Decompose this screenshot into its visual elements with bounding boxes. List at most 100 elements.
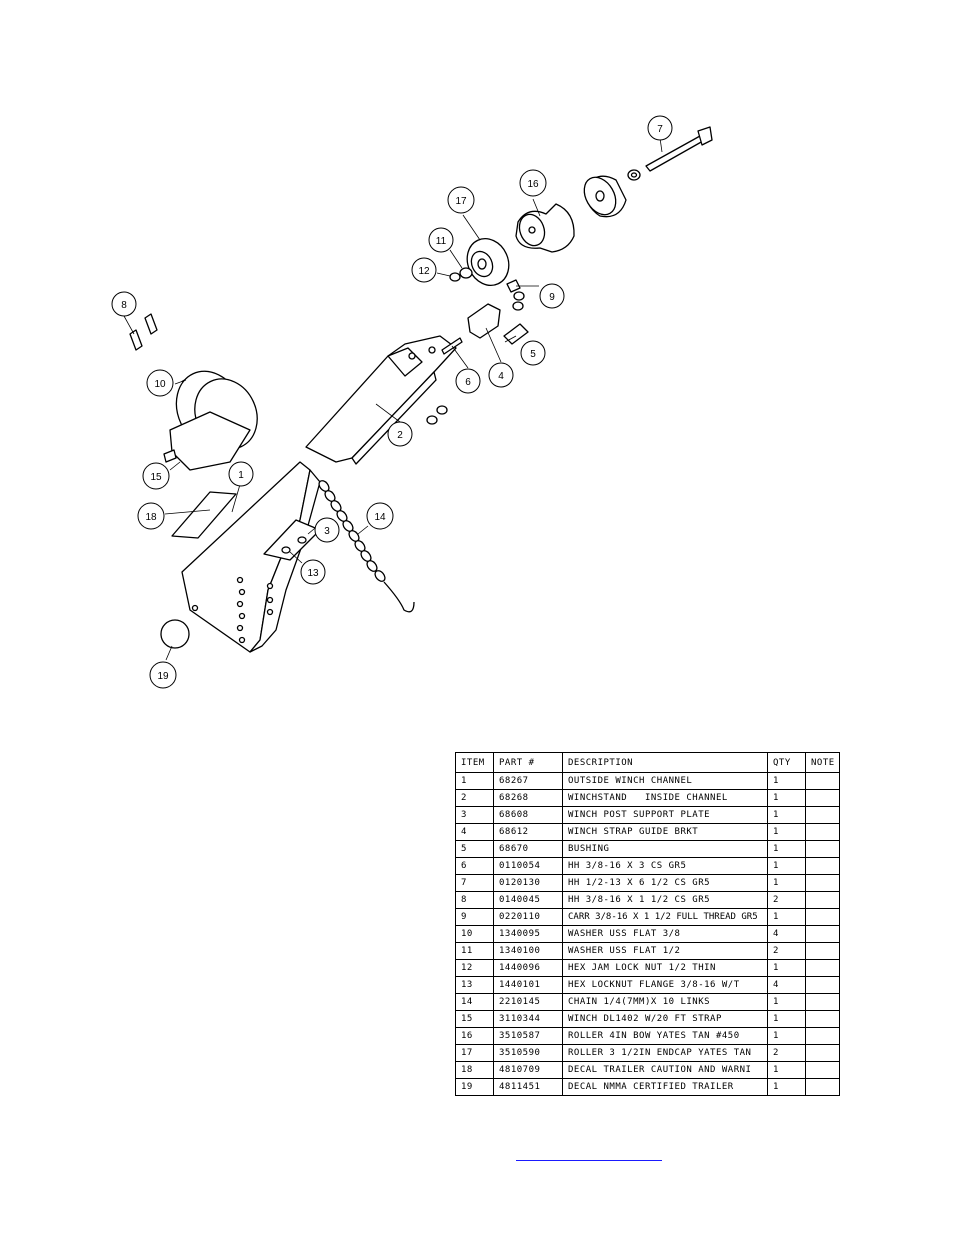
part-1-outside-channel [181, 461, 321, 653]
cell-part: 1440101 [493, 976, 563, 994]
cell-qty: 1 [767, 789, 806, 807]
cell-item: 2 [455, 789, 494, 807]
cell-description: CHAIN 1/4(7MM)X 10 LINKS [562, 993, 768, 1011]
callout-8: 8 [111, 291, 137, 317]
cell-description: WASHER USS FLAT 1/2 [562, 942, 768, 960]
callout-5: 5 [520, 340, 546, 366]
cell-item: 6 [455, 857, 494, 875]
cell-note [805, 993, 840, 1011]
callout-16-label: 16 [527, 179, 539, 190]
cell-part: 0220110 [493, 908, 563, 926]
callout-1-label: 1 [238, 470, 244, 481]
callout-9-label: 9 [549, 292, 555, 303]
cell-qty: 2 [767, 891, 806, 909]
cell-description: ROLLER 3 1/2IN ENDCAP YATES TAN [562, 1044, 768, 1062]
cell-description: DECAL TRAILER CAUTION AND WARNI [562, 1061, 768, 1079]
cell-description: CARR 3/8-16 X 1 1/2 FULL THREAD GR5 [562, 908, 768, 926]
cell-qty: 1 [767, 840, 806, 858]
cell-qty: 1 [767, 908, 806, 926]
cell-description: WASHER USS FLAT 3/8 [562, 925, 768, 943]
cell-part: 0110054 [493, 857, 563, 875]
callout-6: 6 [455, 368, 481, 394]
callout-6-label: 6 [465, 377, 471, 388]
cell-part: 0120130 [493, 874, 563, 892]
cell-item: 7 [455, 874, 494, 892]
cell-description: WINCH DL1402 W/20 FT STRAP [562, 1010, 768, 1028]
cell-note [805, 1061, 840, 1079]
part-15-winch [163, 370, 258, 471]
part-17-endcap [466, 238, 510, 286]
cell-note [805, 823, 840, 841]
nut-b [512, 301, 524, 311]
cell-qty: 4 [767, 976, 806, 994]
header-item: ITEM [455, 752, 494, 773]
nut-c [436, 405, 448, 415]
cell-item: 17 [455, 1044, 494, 1062]
part-14-chain [318, 480, 415, 613]
cell-qty: 1 [767, 1010, 806, 1028]
cell-note [805, 1010, 840, 1028]
cell-part: 3110344 [493, 1010, 563, 1028]
callout-14-label: 14 [374, 512, 386, 523]
nut-f [297, 536, 307, 544]
part-16-roller [515, 203, 575, 253]
header-note: NOTE [805, 752, 840, 773]
exploded-parts-diagram: 1 2 3 4 5 6 7 8 9 10 11 12 13 14 15 16 1… [111, 115, 713, 689]
callout-11-label: 11 [436, 236, 447, 247]
callout-19: 19 [149, 661, 177, 689]
cell-description: HH 3/8-16 X 3 CS GR5 [562, 857, 768, 875]
cell-note [805, 857, 840, 875]
callout-12: 12 [411, 257, 437, 283]
callout-17-label: 17 [455, 196, 467, 207]
roller-bow-shape [583, 175, 627, 218]
cell-item: 15 [455, 1010, 494, 1028]
cell-note [805, 1078, 840, 1096]
callout-18: 18 [137, 502, 165, 530]
callout-19-label: 19 [157, 671, 169, 682]
callout-7: 7 [647, 115, 673, 141]
cell-description: HEX LOCKNUT FLANGE 3/8-16 W/T [562, 976, 768, 994]
cell-description: WINCH STRAP GUIDE BRKT [562, 823, 768, 841]
callout-4-label: 4 [498, 371, 504, 382]
cell-qty: 1 [767, 1061, 806, 1079]
cell-description: ROLLER 4IN BOW YATES TAN #450 [562, 1027, 768, 1045]
cell-description: WINCH POST SUPPORT PLATE [562, 806, 768, 824]
cell-note [805, 908, 840, 926]
cell-part: 2210145 [493, 993, 563, 1011]
cell-description: HH 3/8-16 X 1 1/2 CS GR5 [562, 891, 768, 909]
cell-item: 18 [455, 1061, 494, 1079]
cell-item: 11 [455, 942, 494, 960]
cell-item: 14 [455, 993, 494, 1011]
callout-16: 16 [519, 169, 547, 197]
cell-part: 4811451 [493, 1078, 563, 1096]
cell-note [805, 1027, 840, 1045]
cell-item: 10 [455, 925, 494, 943]
part-7-bolt [627, 126, 713, 181]
cell-qty: 1 [767, 772, 806, 790]
part-18-decal [171, 491, 237, 539]
cell-item: 1 [455, 772, 494, 790]
callout-13-label: 13 [307, 568, 319, 579]
cell-part: 68670 [493, 840, 563, 858]
cell-qty: 1 [767, 1027, 806, 1045]
cell-qty: 4 [767, 925, 806, 943]
part-9-carriage-bolt [506, 279, 521, 293]
cell-note [805, 959, 840, 977]
footer-link[interactable] [516, 1146, 662, 1161]
callout-10-label: 10 [154, 379, 166, 390]
header-part: PART # [493, 752, 563, 773]
cell-item: 19 [455, 1078, 494, 1096]
callout-15-label: 15 [150, 472, 162, 483]
cell-part: 68608 [493, 806, 563, 824]
cell-note [805, 976, 840, 994]
callout-17: 17 [447, 186, 475, 214]
callout-3-label: 3 [324, 526, 330, 537]
